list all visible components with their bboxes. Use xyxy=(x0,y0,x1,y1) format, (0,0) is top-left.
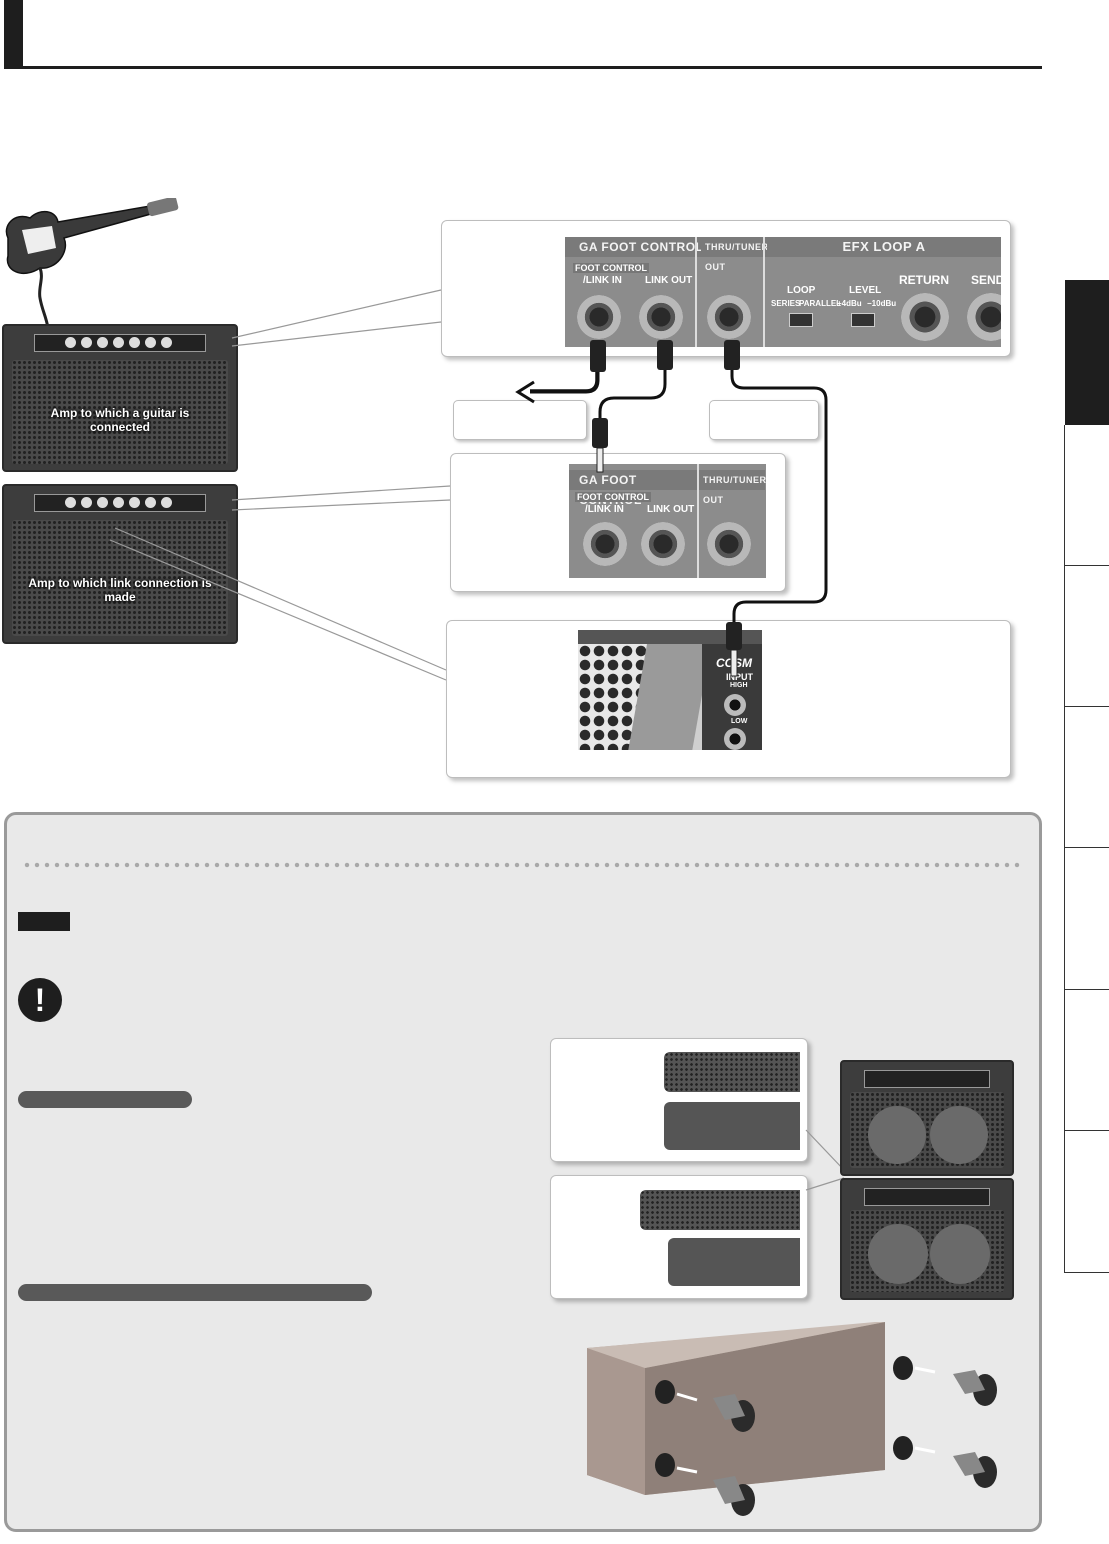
lower-jack-panel: GA FOOT CONTROL FOOT CONTROL /LINK IN LI… xyxy=(569,464,766,578)
loop-label: LOOP xyxy=(787,285,816,296)
electric-guitar-icon xyxy=(5,198,179,328)
amp-control-panel xyxy=(864,1070,990,1088)
input-low-jack xyxy=(724,728,746,750)
amp-label: Amp to which a guitar is connected xyxy=(50,406,190,434)
header-block xyxy=(4,0,23,69)
amp-guitar-connected: Amp to which a guitar is connected xyxy=(2,324,238,472)
amp-control-panel xyxy=(34,494,206,512)
return-label: RETURN xyxy=(899,273,949,287)
send-label: SEND xyxy=(971,273,1001,287)
return-jack xyxy=(901,293,949,341)
amp-closeup xyxy=(668,1238,800,1286)
side-tab-divider[interactable] xyxy=(1065,565,1109,566)
loop-switch xyxy=(789,313,813,327)
cabinet-casters-illustration xyxy=(587,1322,997,1516)
amp-closeup xyxy=(664,1102,800,1150)
stacked-amp-top xyxy=(840,1060,1014,1176)
input-high-label: HIGH xyxy=(730,682,748,689)
input-low-label: LOW xyxy=(731,718,748,725)
side-tab-divider[interactable] xyxy=(1065,1272,1109,1273)
foot-control-title: GA FOOT CONTROL xyxy=(565,237,709,257)
foot-control-title: GA FOOT CONTROL xyxy=(569,470,703,507)
stacked-amp-bottom xyxy=(840,1178,1014,1300)
foot-control-sub: FOOT CONTROL xyxy=(575,492,651,502)
side-tab-divider[interactable] xyxy=(1065,989,1109,990)
callout-bubble-left xyxy=(453,400,587,440)
link-in-jack xyxy=(577,295,621,339)
subheading-pill xyxy=(18,1091,192,1108)
link-out-label: LINK OUT xyxy=(645,275,693,286)
arrow-left-icon xyxy=(515,380,535,404)
side-tab-rule xyxy=(1064,425,1065,1273)
thru-tuner-title: THRU/TUNER OUT xyxy=(701,470,766,505)
callout-bubble-right xyxy=(709,400,819,440)
level-switch xyxy=(851,313,875,327)
series-label: SERIES xyxy=(771,299,801,308)
level-label: LEVEL xyxy=(849,285,882,296)
subheading-pill xyxy=(18,1284,372,1301)
amp-label: Amp to which link connection is made xyxy=(28,576,212,604)
input-panel: COSM INPUT HIGH LOW xyxy=(578,630,762,750)
amp-control-panel xyxy=(864,1188,990,1206)
amp-closeup xyxy=(664,1052,800,1092)
dotted-divider xyxy=(22,862,1020,868)
send-jack xyxy=(967,293,1001,341)
amp-control-panel xyxy=(34,334,206,352)
thru-tuner-jack xyxy=(707,522,751,566)
foot-control-sub: FOOT CONTROL xyxy=(573,263,649,273)
parallel-label: PARALLEL xyxy=(799,299,842,308)
note-tag xyxy=(18,912,70,931)
amp-closeup xyxy=(640,1190,800,1230)
link-out-jack xyxy=(641,522,685,566)
upper-jack-panel: GA FOOT CONTROL FOOT CONTROL /LINK IN LI… xyxy=(565,237,1001,347)
thru-tuner-title: THRU/TUNER OUT xyxy=(701,237,768,272)
amp-grille xyxy=(12,520,228,636)
level-minus10-label: −10dBu xyxy=(867,299,897,308)
side-tab-active[interactable] xyxy=(1065,280,1109,425)
side-tab-divider[interactable] xyxy=(1065,847,1109,848)
level-plus4-label: +4dBu xyxy=(837,299,862,308)
link-out-jack xyxy=(639,295,683,339)
callout-pointers xyxy=(109,289,451,681)
link-in-label: /LINK IN xyxy=(583,275,622,286)
link-out-label: LINK OUT xyxy=(647,504,695,515)
input-high-jack xyxy=(724,694,746,716)
input-label: INPUT xyxy=(726,672,753,682)
stack-pointers xyxy=(805,1129,845,1191)
warning-exclamation-icon: ! xyxy=(18,978,62,1022)
link-in-jack xyxy=(583,522,627,566)
link-in-label: /LINK IN xyxy=(585,504,624,515)
amp-grille xyxy=(12,360,228,464)
efx-loop-title: EFX LOOP A xyxy=(767,237,1001,257)
thru-tuner-jack xyxy=(707,295,751,339)
side-tab-divider[interactable] xyxy=(1065,1130,1109,1131)
cables xyxy=(515,340,828,677)
side-tab-divider[interactable] xyxy=(1065,706,1109,707)
header-rule xyxy=(4,66,1042,69)
